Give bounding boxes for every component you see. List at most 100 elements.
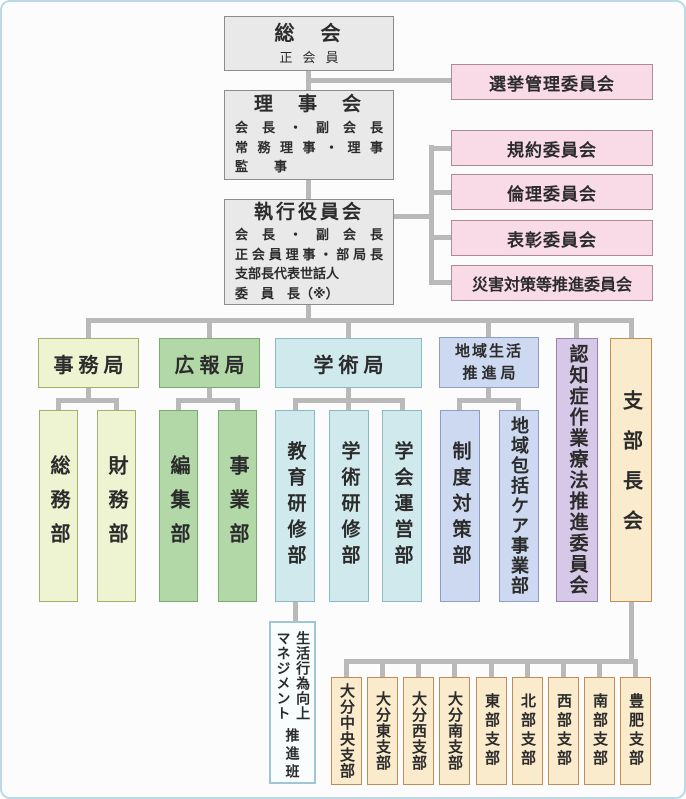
node-label: 編集部 — [167, 455, 189, 557]
node-label: 教育研修部 — [284, 441, 306, 571]
node-branch-heads-council: 支部長会 — [610, 338, 652, 602]
node-branch-oita-nishi: 大分西支部 — [403, 677, 434, 785]
node-label: 南部支部 — [591, 693, 608, 769]
node-branch-hokubu: 北部支部 — [512, 677, 543, 785]
node-members: 正会員 — [279, 50, 349, 65]
connector — [309, 78, 451, 83]
node-label: 大分東支部 — [374, 691, 391, 771]
node-academic-bureau: 学術局 — [275, 338, 422, 388]
node-label: 事業部 — [226, 455, 248, 557]
connector — [86, 388, 91, 400]
node-label: 認知症作業療法推進委員会 — [566, 344, 588, 596]
node-label: 大分南支部 — [446, 691, 463, 771]
node-line: 委 員 長（※） — [235, 285, 339, 301]
node-line: 会長・副会長 — [235, 227, 383, 243]
connector — [380, 662, 385, 677]
connector — [56, 401, 61, 410]
connector — [629, 602, 634, 662]
node-line: 監 事 — [235, 159, 288, 175]
connector — [176, 401, 181, 410]
node-executive-board: 執行役員会 会長・副会長 正会員理事・部局長 支部長代表世話人 委 員 長（※） — [224, 199, 394, 305]
node-title: 理 事 会 — [253, 94, 364, 116]
node-title: 執行役員会 — [253, 201, 364, 223]
node-label: 財務部 — [105, 455, 127, 557]
node-label: 事務局 — [53, 354, 129, 377]
node-election-committee: 選挙管理委員会 — [451, 64, 653, 100]
node-education-training-dept: 教育研修部 — [275, 410, 315, 602]
connector — [293, 401, 298, 410]
node-general-affairs-dept: 総務部 — [39, 410, 78, 602]
node-label: 学会運営部 — [391, 441, 413, 571]
connector — [432, 146, 451, 151]
node-secretariat-bureau: 事務局 — [38, 338, 139, 388]
node-line: 正会員理事・部局長 — [235, 246, 383, 262]
node-label: 学術研修部 — [338, 441, 360, 571]
connector — [486, 388, 491, 400]
connector — [56, 398, 119, 403]
node-label: 選挙管理委員会 — [489, 74, 615, 94]
connector — [306, 180, 311, 200]
node-label-tail: 推進班 — [284, 728, 301, 782]
connector — [293, 602, 298, 621]
connector — [432, 190, 451, 195]
node-label: 北部支部 — [519, 693, 536, 769]
node-label: 総務部 — [47, 455, 69, 557]
node-line: 支部長代表世話人 — [235, 266, 340, 282]
connector — [457, 398, 521, 403]
node-line: 会長・副会長 — [235, 120, 383, 136]
connector — [400, 401, 405, 410]
node-label: 規約委員会 — [507, 140, 597, 160]
connector — [235, 401, 240, 410]
node-dementia-ot-committee: 認知症作業療法推進委員会 — [556, 338, 598, 602]
connector — [457, 401, 462, 410]
connector — [207, 321, 212, 338]
node-label: 学術局 — [313, 354, 389, 377]
node-label: 制度対策部 — [449, 441, 471, 571]
connector — [452, 662, 457, 677]
connector — [346, 388, 351, 400]
connector — [416, 662, 421, 677]
node-label-col2: マネジメント — [275, 631, 292, 721]
node-label-columns: 生活行為向上 マネジメント — [273, 631, 312, 721]
connector — [344, 662, 349, 677]
connector — [306, 305, 311, 321]
node-editorial-dept: 編集部 — [159, 410, 198, 602]
node-line: 常務理事・理事 — [235, 139, 383, 155]
connector — [207, 388, 212, 400]
node-branch-nanbu: 南部支部 — [584, 677, 615, 785]
connector — [429, 145, 434, 285]
node-branch-seibu: 西部支部 — [548, 677, 579, 785]
node-branch-oita-chuo: 大分中央支部 — [331, 677, 362, 785]
connector — [293, 398, 405, 403]
connector — [597, 662, 602, 677]
connector — [525, 662, 530, 677]
node-label-col1: 生活行為向上 — [295, 631, 312, 721]
node-label: 東部支部 — [483, 693, 500, 769]
connector — [561, 662, 566, 677]
node-branch-oita-higashi: 大分東支部 — [367, 677, 398, 785]
node-general-assembly: 総 会 正会員 — [224, 16, 394, 71]
node-awards-committee: 表彰委員会 — [451, 220, 653, 256]
node-branch-hohi: 豊肥支部 — [620, 677, 651, 785]
node-label: 倫理委員会 — [507, 184, 597, 204]
node-pr-bureau: 広報局 — [159, 338, 260, 388]
connector — [516, 401, 521, 410]
connector — [346, 401, 351, 410]
connector — [633, 662, 638, 677]
node-label: 広報局 — [174, 354, 250, 377]
node-ethics-committee: 倫理委員会 — [451, 174, 653, 210]
connector — [176, 398, 240, 403]
connector — [432, 235, 451, 240]
node-title: 総 会 — [274, 23, 344, 45]
node-rules-committee: 規約委員会 — [451, 130, 653, 166]
connector — [486, 321, 491, 338]
connector — [629, 321, 634, 338]
node-conference-operations-dept: 学会運営部 — [382, 410, 422, 602]
connector — [114, 401, 119, 410]
node-label: 豊肥支部 — [627, 693, 644, 769]
node-label: 表彰委員会 — [507, 230, 597, 250]
connector — [432, 280, 451, 285]
node-finance-dept: 財務部 — [97, 410, 136, 602]
connector — [86, 321, 91, 338]
